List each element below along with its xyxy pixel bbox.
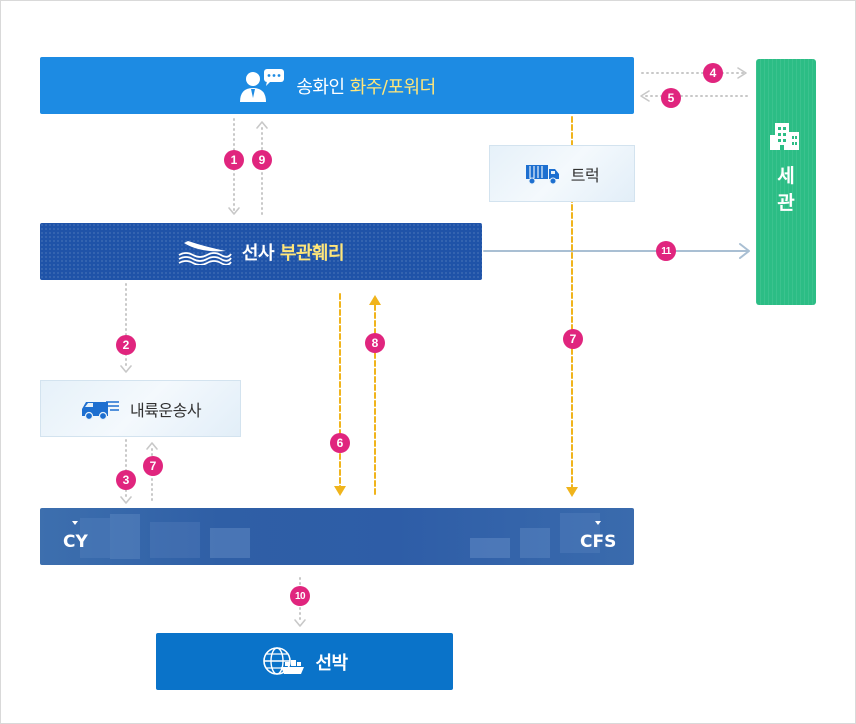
terminal-bar: CY CFS	[40, 508, 634, 565]
step-badge-6: 6	[330, 433, 350, 453]
step-badge-9: 9	[252, 150, 272, 170]
customs-box: 세관	[756, 59, 816, 305]
arrowhead-3	[120, 496, 132, 504]
shipper-box: 송화인 화주/포워더	[40, 57, 634, 114]
step-badge-11: 11	[656, 241, 676, 261]
step-badge-10: 10	[290, 586, 310, 606]
cy-label: CY	[63, 532, 88, 552]
step-badge-5: 5	[661, 88, 681, 108]
step-badge-4: 4	[703, 63, 723, 83]
arrowhead-11	[739, 243, 750, 259]
truck-box: 트럭	[489, 145, 635, 202]
cfs-label: CFS	[580, 532, 617, 552]
carrier-box: 선사 부관훼리	[40, 223, 482, 280]
arrowhead-4	[737, 67, 747, 79]
inland-transport-box: 내륙운송사	[40, 380, 241, 437]
cy-marker	[72, 521, 78, 525]
arrowhead-8	[369, 295, 381, 305]
arrowhead-5	[640, 90, 650, 102]
user-chat-icon	[238, 68, 286, 104]
step-badge-2: 2	[116, 335, 136, 355]
truck-label: 트럭	[570, 165, 600, 185]
inland-transport-label: 내륙운송사	[129, 400, 202, 420]
carrier-label: 선사 부관훼리	[241, 242, 345, 264]
ship-wave-icon	[178, 239, 232, 265]
step-badge-3: 3	[116, 470, 136, 490]
arrowhead-2	[120, 365, 132, 373]
vessel-box: 선박	[156, 633, 453, 690]
arrowhead-1	[228, 207, 240, 215]
step-badge-7-inland: 7	[143, 456, 163, 476]
globe-ship-icon	[261, 645, 305, 679]
shipper-label: 송화인 화주/포워더	[296, 76, 436, 98]
step-badge-8: 8	[365, 333, 385, 353]
arrowhead-10	[294, 619, 306, 627]
customs-label: 세관	[777, 165, 795, 214]
arrowhead-6	[334, 486, 346, 496]
building-icon	[769, 121, 803, 151]
delivery-van-icon	[80, 397, 120, 421]
arrowhead-7b	[566, 487, 578, 497]
step-badge-1: 1	[224, 150, 244, 170]
arrowhead-7a	[146, 442, 158, 450]
truck-icon	[525, 162, 561, 186]
port-scene-illustration	[80, 513, 600, 559]
vessel-label: 선박	[315, 652, 348, 674]
arrowhead-9	[256, 121, 268, 129]
cfs-marker	[595, 521, 601, 525]
step-badge-7-cfs: 7	[563, 329, 583, 349]
